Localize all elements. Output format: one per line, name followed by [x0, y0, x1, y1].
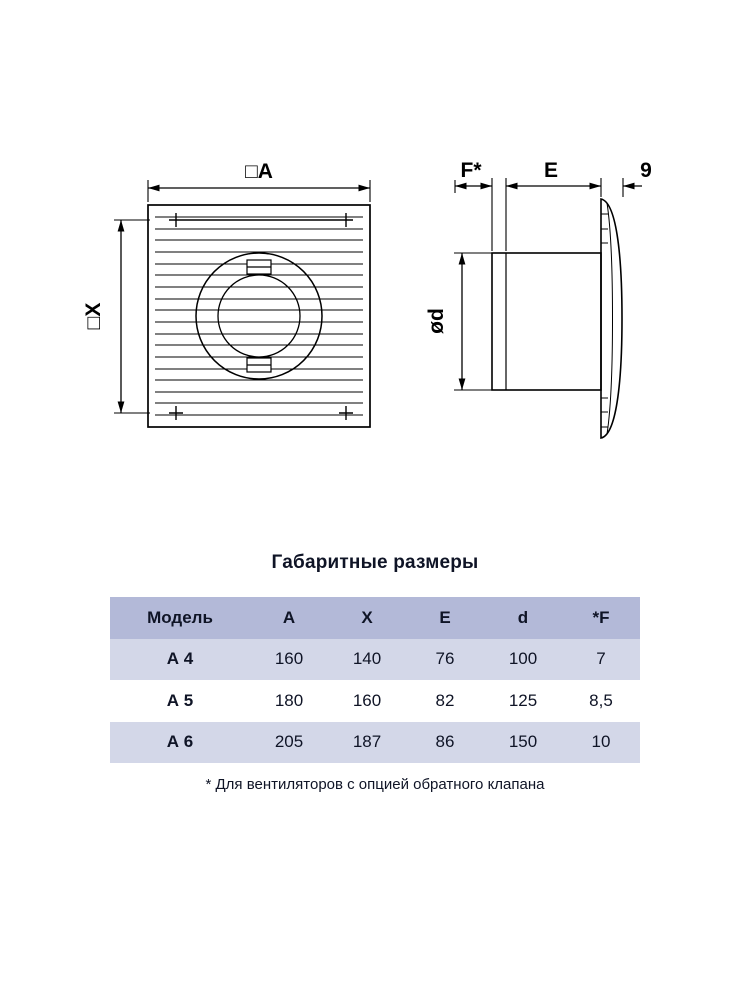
fan-inner-circle [217, 274, 301, 358]
front-view [114, 180, 371, 428]
table-cell: 8,5 [589, 690, 613, 710]
hub-clips [246, 259, 272, 373]
table-title: Габаритные размеры [271, 552, 479, 573]
model-cell: А 4 [166, 649, 194, 669]
fan-frame [147, 204, 371, 428]
dim-label-width: □A [245, 160, 273, 183]
table-cell: 86 [435, 732, 455, 752]
table-footnote: * Для вентиляторов с опцией обратного кл… [205, 776, 545, 793]
duct-body [491, 252, 602, 391]
dim-height-lines [114, 219, 150, 414]
dimensions-table: Модель А Х Е d *F А 4 160 140 76 100 7 А… [110, 597, 640, 763]
table-cell: 100 [508, 649, 538, 669]
table-header-row: Модель А Х Е d *F [110, 597, 640, 639]
table-cell: 140 [352, 649, 382, 669]
panel-inner-line [606, 202, 614, 435]
dim-width-lines [147, 180, 371, 202]
dim-label-height: □X [82, 303, 105, 330]
table-header-cell: Модель [147, 607, 213, 627]
table-header-cell: d [517, 607, 529, 627]
front-panel [600, 198, 623, 439]
side-view [454, 178, 642, 439]
table-row: А 4 160 140 76 100 7 [110, 638, 640, 680]
fan-louvers [155, 216, 363, 416]
table-header-cell: А [282, 607, 296, 627]
dim-diameter-lines [454, 252, 494, 391]
dim-label-e: E [544, 159, 558, 182]
table-cell: 10 [591, 732, 611, 752]
table-cell: 180 [274, 690, 304, 710]
table-header-cell: *F [592, 607, 610, 627]
table-cell: 82 [435, 690, 455, 710]
table-header-cell: Х [361, 607, 373, 627]
table-cell: 150 [508, 732, 538, 752]
dim-label-diameter: ød [425, 308, 448, 334]
table-row: А 5 180 160 82 125 8,5 [110, 680, 640, 722]
fan-outer-circle [195, 252, 323, 380]
dim-label-f: F* [461, 159, 483, 182]
table-cell: 160 [274, 649, 304, 669]
model-cell: А 6 [166, 732, 194, 752]
dim-label-depth: 9 [640, 159, 652, 182]
table-cell: 7 [596, 649, 606, 669]
model-cell: А 5 [166, 690, 194, 710]
table-cell: 187 [352, 732, 382, 752]
table-cell: 125 [508, 690, 538, 710]
panel-slat-ticks [601, 213, 608, 428]
table-cell: 205 [274, 732, 304, 752]
table-cell: 76 [435, 649, 455, 669]
mounting-marks [169, 213, 353, 420]
table-row: А 6 205 187 86 150 10 [110, 721, 640, 763]
dim-top-lines [454, 178, 642, 251]
technical-drawing: □A □X F* E [82, 159, 652, 439]
table-cell: 160 [352, 690, 382, 710]
table-header-cell: Е [439, 607, 451, 627]
